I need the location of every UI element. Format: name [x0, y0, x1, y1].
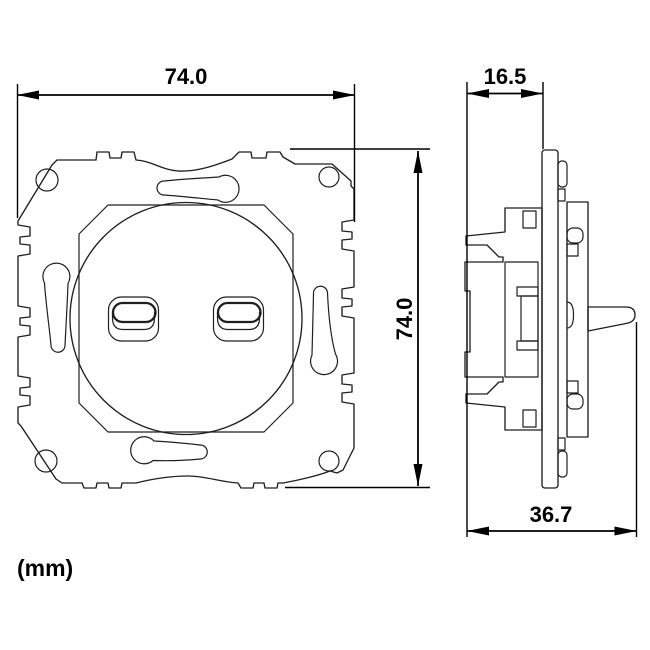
dim-label-front-width: 74.0: [165, 64, 208, 89]
dim-label-front-height: 74.0: [392, 298, 417, 341]
arrow-right-icon: [333, 90, 355, 100]
cover-detail-top-square: [566, 243, 579, 257]
units-label: (mm): [17, 555, 73, 581]
dimension-side-total-depth: 36.7: [467, 322, 638, 537]
cover-clip-bottom: [557, 450, 568, 478]
cover-detail-top-tab: [566, 227, 584, 244]
terminal-block-top: [522, 210, 537, 229]
cover-clip-top-small: [557, 188, 566, 202]
arrow-right-icon: [521, 89, 543, 98]
screw-hole-bottom-left: [34, 449, 58, 473]
arrow-right-icon: [614, 526, 637, 536]
dimension-front-height: 74.0: [285, 148, 430, 489]
screw-hole-top-right: [318, 166, 340, 188]
mechanism-tab-top: [516, 286, 539, 297]
side-view: [464, 149, 636, 489]
dim-label-side-recess: 16.5: [484, 64, 527, 89]
front-view: [17, 151, 355, 489]
cover-detail-bottom-tab: [566, 393, 584, 410]
faceplate-profile: [541, 149, 559, 489]
socket-slot-right: [212, 296, 265, 342]
center-round-cover: [69, 201, 303, 436]
front-cover-profile: [566, 201, 589, 438]
dimension-side-recess-depth: 16.5: [466, 64, 544, 537]
fixing-slot-right: [309, 285, 339, 376]
arrow-left-icon: [467, 526, 489, 536]
fixing-slot-left: [42, 262, 71, 353]
dim-label-side-total: 36.7: [530, 502, 573, 527]
rear-housing-profile: [464, 207, 543, 431]
arrow-up-icon: [413, 151, 423, 173]
arrow-left-icon: [467, 89, 489, 98]
mounting-plate-outline: [17, 151, 355, 489]
socket-slot-left: [107, 296, 160, 342]
cover-clip-bottom-small: [557, 437, 566, 451]
fixing-slot-top: [156, 174, 240, 203]
terminal-block-bottom: [522, 409, 537, 428]
cover-clip-top: [557, 160, 568, 188]
mechanism-tab-bottom: [516, 340, 539, 351]
arrow-left-icon: [17, 90, 39, 100]
cover-center-bump: [566, 301, 575, 329]
socket-slot-left-opening: [111, 301, 157, 324]
socket-slot-right-opening: [216, 301, 262, 324]
screw-hole-bottom-right: [318, 450, 340, 472]
arrow-down-icon: [413, 464, 423, 486]
dimension-front-width: 74.0: [16, 64, 356, 222]
fixing-slot-bottom: [130, 436, 208, 465]
mechanism-inner-box: [520, 295, 539, 342]
screw-tab: [587, 306, 636, 332]
cover-detail-bottom-square: [566, 380, 579, 394]
screw-hole-top-left: [35, 168, 59, 192]
center-flange-square: [78, 204, 294, 433]
